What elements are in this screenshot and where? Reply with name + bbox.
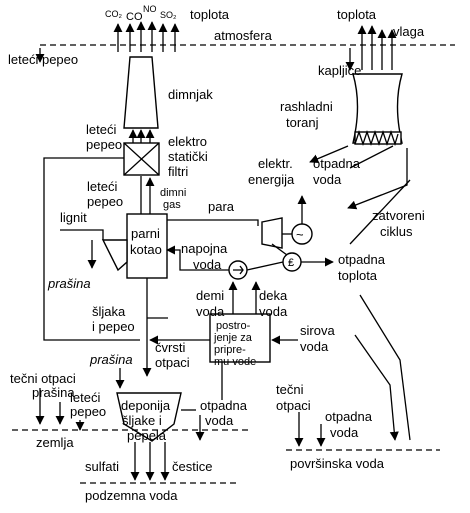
cvrsti-otpaci-label: čvrsti otpaci — [155, 340, 190, 370]
closed-cycle-out — [347, 148, 408, 210]
river-line-1 — [359, 294, 411, 441]
lignit-feed-line — [60, 229, 104, 240]
povrsinska-voda-label: površinska voda — [290, 456, 385, 471]
closed-cycle-in — [349, 179, 411, 245]
elektr-energija-label: elektr. energija — [248, 156, 296, 187]
dimnjak-label: dimnjak — [168, 87, 213, 102]
filter-cross-b — [123, 142, 160, 176]
toranj-line: toranj — [286, 115, 319, 130]
fly-ash-return-line — [43, 157, 140, 341]
generator-symbol: ~ — [296, 227, 304, 242]
tecni-otpaci-1-label: tečni otpaci — [10, 371, 76, 386]
feedwater-line — [166, 245, 229, 271]
otpadna-voda-2-label: otpadna voda — [200, 398, 251, 428]
no-label: NO — [143, 4, 157, 14]
leteci-pepeo-1-text: leteći pepeo — [8, 52, 78, 67]
deponija-label: deponija šljake i pepela — [121, 398, 174, 443]
lignit-label: lignit — [60, 210, 87, 225]
rashladni-line: rashladni — [280, 99, 333, 114]
boiler-hopper — [101, 239, 128, 272]
cooling-waste-water-arrow — [309, 145, 349, 164]
kapljice-label: kapljice — [318, 63, 361, 78]
leteci-pepeo-2-label: leteći pepeo — [86, 122, 122, 152]
toplota-right-label: toplota — [337, 7, 377, 22]
prasina-1-label: prašina — [47, 276, 91, 291]
landfill — [116, 392, 182, 442]
otpadna-voda-3-label: otpadna voda — [325, 409, 376, 440]
water-treatment-plant — [209, 313, 271, 363]
podzemna-voda-label: podzemna voda — [85, 488, 178, 503]
sljaka-i-pepeo-label: šljaka i pepeo — [92, 304, 135, 334]
so2-label: SO₂ — [160, 10, 177, 20]
rashladni-toranj-label: rashladni toranj — [280, 99, 336, 130]
postrojenje-label: postro- jenje za pripre- mu vode — [213, 320, 256, 368]
river-line-2 — [354, 334, 399, 441]
condenser-symbol: ₤ — [288, 257, 294, 269]
parni-kotao-label: parni kotao — [130, 226, 164, 257]
cooling-tower-return — [349, 145, 394, 169]
cooling-tower-packing — [354, 129, 399, 147]
zatvoreni-ciklus-label: zatvoreni ciklus — [372, 208, 428, 239]
sulfati-label: sulfati — [85, 459, 119, 474]
zemlja-label: zemlja — [36, 435, 74, 450]
chimney — [123, 56, 159, 129]
deka-voda-label: deka voda — [259, 288, 291, 319]
atmosfera-label: atmosfera — [214, 28, 273, 43]
demi-voda-label: demi voda — [196, 288, 228, 319]
toplota-top-label: toplota — [190, 7, 230, 22]
sirova-voda-label: sirova voda — [300, 323, 338, 354]
co-label: CO — [126, 11, 143, 23]
dimni-gas-label: dimni gas — [160, 187, 189, 211]
emission-arrows — [113, 21, 180, 52]
tecni-otpaci-2-label: tečni otpaci — [276, 382, 311, 413]
turbine — [261, 217, 283, 249]
condenser-to-pump — [246, 261, 284, 271]
turbine-to-condenser — [271, 243, 288, 256]
steam-line — [167, 219, 259, 226]
co2-label: CO₂ — [105, 9, 123, 19]
otpadna-toplota-label: otpadna toplota — [338, 252, 389, 283]
leteci-pepeo-1-label: leteći pepeo — [8, 52, 78, 67]
pump-arrow-icon — [233, 265, 244, 275]
vlaga-label: vlaga — [393, 24, 425, 39]
cooling-tower — [352, 73, 403, 144]
cooling-tower-emission-arrows — [357, 25, 397, 70]
elektrostaticki-label: elektro statički filtri — [168, 134, 211, 179]
leteci-pepeo-4-label: leteći pepeo — [70, 390, 106, 419]
para-label: para — [208, 199, 235, 214]
napojna-voda-label: napojna voda — [181, 241, 231, 272]
prasina-2-label: prašina — [89, 352, 133, 367]
leteci-pepeo-3-label: leteći pepeo — [87, 179, 123, 209]
otpadna-voda-1-label: otpadna voda — [313, 156, 364, 187]
prasina-3-label: prašina — [32, 385, 75, 400]
cestice-label: čestice — [172, 459, 212, 474]
